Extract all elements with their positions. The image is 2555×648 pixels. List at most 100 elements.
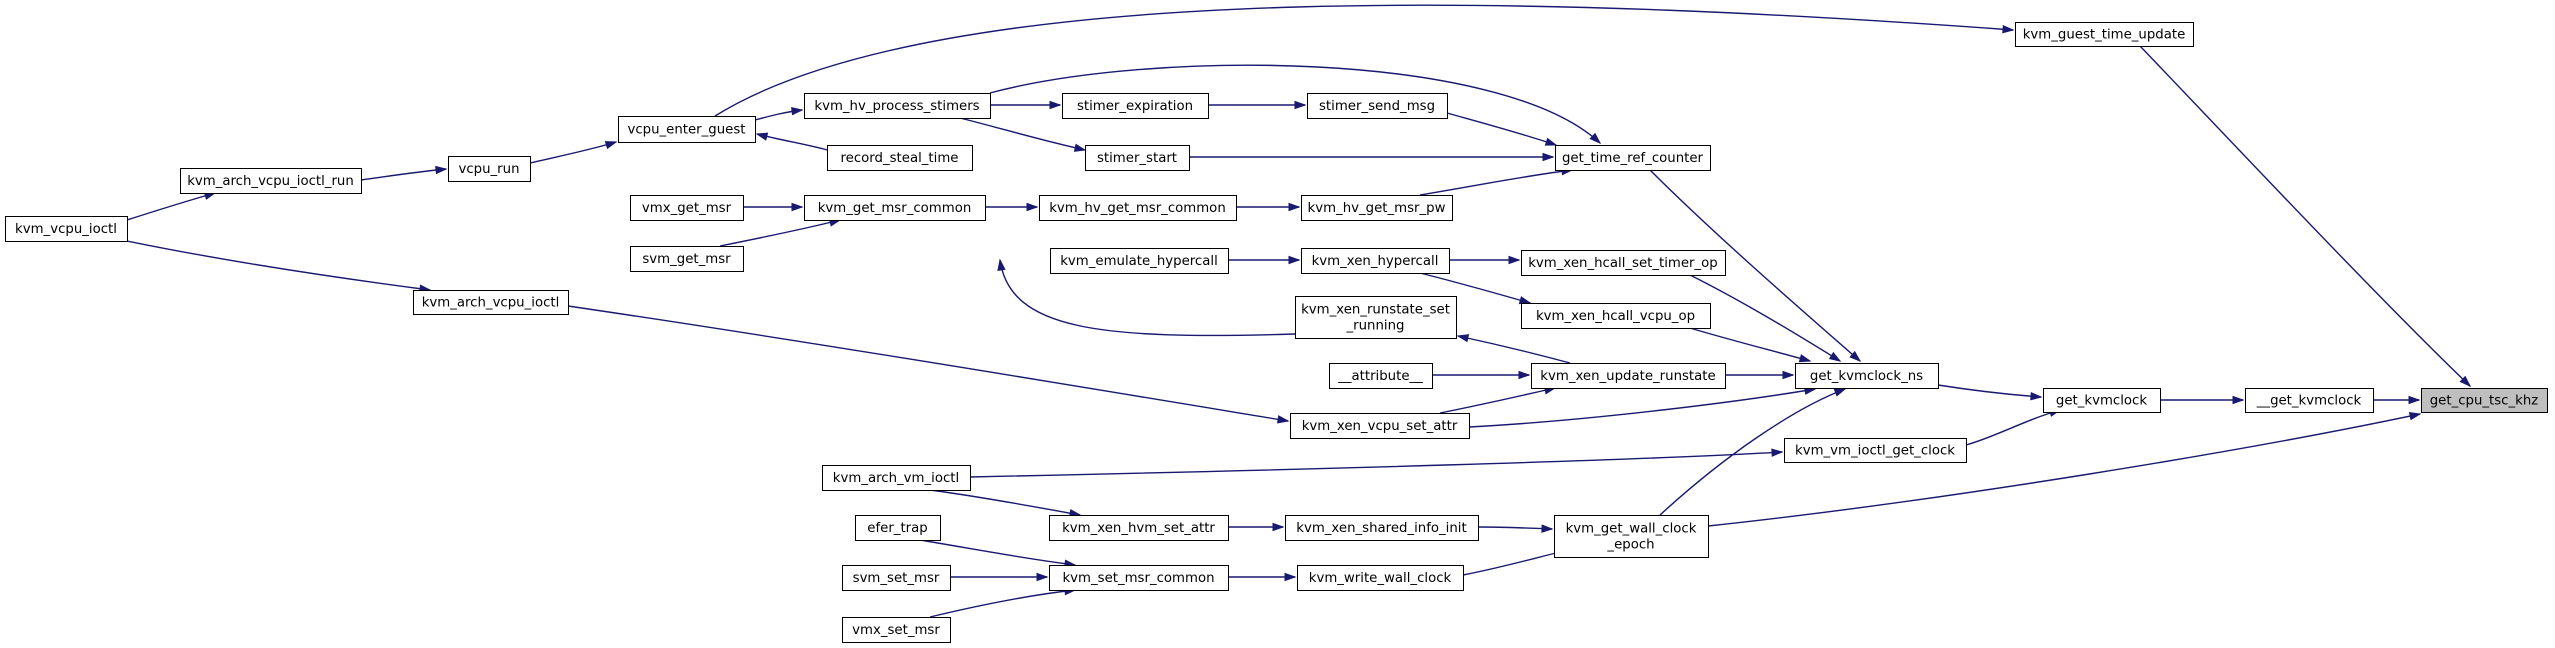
node-kvm_xen_hcall_vcpu_op[interactable]: kvm_xen_hcall_vcpu_op [1521, 303, 1711, 329]
node-kvm_arch_vm_ioctl[interactable]: kvm_arch_vm_ioctl [822, 465, 971, 491]
node-kvm_xen_shared_info_init[interactable]: kvm_xen_shared_info_init [1285, 515, 1479, 541]
node-kvm_xen_runstate_set_running[interactable]: kvm_xen_runstate_set_running [1295, 296, 1457, 339]
node-svm_set_msr[interactable]: svm_set_msr [842, 565, 951, 591]
node-kvm_xen_hcall_set_timer_op[interactable]: kvm_xen_hcall_set_timer_op [1521, 250, 1726, 276]
node-label: kvm_arch_vcpu_ioctl_run [187, 174, 354, 189]
node-kvm_emulate_hypercall[interactable]: kvm_emulate_hypercall [1050, 248, 1229, 274]
edge-line [1659, 388, 1846, 516]
edge-line [126, 192, 216, 221]
node-svm_get_msr[interactable]: svm_get_msr [630, 246, 744, 272]
arrow-head [1782, 370, 1795, 380]
arrow-head [791, 107, 804, 116]
node-kvm_guest_time_update[interactable]: kvm_guest_time_update [2015, 22, 2194, 47]
edge-line [1446, 112, 1557, 146]
node-__get_kvmclock[interactable]: __get_kvmclock [2245, 388, 2374, 413]
node-kvm_arch_vcpu_ioctl[interactable]: kvm_arch_vcpu_ioctl [413, 290, 569, 315]
node-box [1062, 93, 1209, 119]
node-kvm_vcpu_ioctl[interactable]: kvm_vcpu_ioctl [5, 216, 128, 242]
node-box [1554, 515, 1709, 558]
node-stimer_start[interactable]: stimer_start [1085, 145, 1190, 171]
node-efer_trap[interactable]: efer_trap [855, 515, 941, 541]
node-record_steal_time[interactable]: record_steal_time [827, 145, 973, 171]
node-box [1085, 145, 1190, 171]
node-box [1049, 565, 1229, 591]
node-kvm_xen_vcpu_set_attr[interactable]: kvm_xen_vcpu_set_attr [1290, 413, 1470, 439]
node-kvm_set_msr_common[interactable]: kvm_set_msr_common [1049, 565, 1229, 591]
node-label: kvm_hv_get_msr_common [1049, 201, 1226, 216]
node-box [842, 565, 951, 591]
node-box [1531, 363, 1726, 389]
edge-line [1419, 272, 1531, 304]
edge-line [360, 168, 447, 181]
node-label: stimer_send_msg [1319, 99, 1435, 114]
node-kvm_write_wall_clock[interactable]: kvm_write_wall_clock [1297, 565, 1464, 591]
edge-kvm_hv_get_msr_common-to-kvm_hv_get_msr_pw [1235, 202, 1301, 212]
node-label: kvm_hv_process_stimers [814, 99, 979, 114]
edge-line [969, 451, 1783, 478]
node-label: __attribute__ [1337, 369, 1423, 384]
arrow-head [1518, 296, 1532, 305]
arrow-head [791, 202, 804, 212]
node-box [855, 515, 941, 541]
node-vcpu_enter_guest[interactable]: vcpu_enter_guest [618, 116, 756, 143]
arrow-head [1849, 350, 1862, 362]
edge-get_time_ref_counter-to-get_kvmclock_ns [1649, 169, 1862, 362]
node-label: kvm_hv_get_msr_pw [1308, 201, 1446, 216]
node-box [5, 216, 128, 242]
node-get_kvmclock[interactable]: get_kvmclock [2043, 388, 2161, 413]
node-box [1295, 296, 1457, 339]
node-kvm_xen_update_runstate[interactable]: kvm_xen_update_runstate [1531, 363, 1726, 389]
edge-line [919, 539, 1076, 566]
edge-kvm_arch_vcpu_ioctl_run-to-vcpu_run [360, 165, 448, 181]
node-box [618, 116, 756, 143]
node-get_cpu_tsc_khz[interactable]: get_cpu_tsc_khz [2421, 388, 2548, 413]
node-kvm_get_msr_common[interactable]: kvm_get_msr_common [804, 195, 986, 221]
node-kvm_get_wall_clock_epoch[interactable]: kvm_get_wall_clock_epoch [1554, 515, 1709, 558]
node-get_time_ref_counter[interactable]: get_time_ref_counter [1555, 145, 1711, 171]
node-box [804, 195, 986, 221]
edge-line [719, 219, 841, 247]
node-vcpu_run[interactable]: vcpu_run [448, 156, 531, 182]
arrow-head [1456, 334, 1470, 343]
node-kvm_hv_get_msr_pw[interactable]: kvm_hv_get_msr_pw [1301, 195, 1453, 221]
edge-line [929, 489, 1081, 516]
node-box [1521, 303, 1711, 329]
node-kvm_xen_hypercall[interactable]: kvm_xen_hypercall [1301, 248, 1450, 274]
node-kvm_vm_ioctl_get_clock[interactable]: kvm_vm_ioctl_get_clock [1784, 438, 1967, 463]
node-get_kvmclock_ns[interactable]: get_kvmclock_ns [1795, 363, 1939, 389]
edge-kvm_xen_hcall_set_timer_op-to-get_kvmclock_ns [1689, 274, 1842, 362]
node-kvm_hv_process_stimers[interactable]: kvm_hv_process_stimers [804, 93, 991, 119]
edge-line [1468, 388, 1816, 428]
node-label: stimer_start [1097, 151, 1177, 166]
edge-line [1965, 409, 2061, 446]
node-vmx_set_msr[interactable]: vmx_set_msr [842, 617, 951, 643]
arrow-head [1508, 255, 1521, 265]
node-label: kvm_get_wall_clock [1566, 522, 1697, 537]
node-kvm_arch_vcpu_ioctl_run[interactable]: kvm_arch_vcpu_ioctl_run [180, 168, 362, 194]
node-box [827, 145, 973, 171]
node-kvm_hv_get_msr_common[interactable]: kvm_hv_get_msr_common [1039, 195, 1237, 221]
node-box [1290, 413, 1470, 439]
node-__attribute__[interactable]: __attribute__ [1329, 363, 1433, 389]
node-label: kvm_vcpu_ioctl [15, 222, 117, 237]
arrow-head [1284, 572, 1297, 582]
node-label: kvm_xen_update_runstate [1540, 369, 1715, 384]
node-label: __get_kvmclock [2256, 394, 2362, 409]
node-stimer_send_msg[interactable]: stimer_send_msg [1307, 93, 1448, 119]
node-stimer_expiration[interactable]: stimer_expiration [1062, 93, 1209, 119]
arrow-head [1036, 572, 1049, 582]
edge-kvm_xen_hvm_set_attr-to-kvm_xen_shared_info_init [1228, 522, 1285, 532]
node-box [1050, 248, 1229, 274]
arrow-head [2408, 412, 2422, 421]
node-box [2043, 388, 2161, 413]
node-label: kvm_set_msr_common [1062, 571, 1214, 586]
node-vmx_get_msr[interactable]: vmx_get_msr [630, 195, 744, 221]
arrow-head [1026, 202, 1039, 212]
node-box [180, 168, 362, 194]
node-label: vcpu_enter_guest [627, 123, 745, 138]
node-kvm_xen_hvm_set_attr[interactable]: kvm_xen_hvm_set_attr [1049, 515, 1229, 541]
edge-line [2139, 45, 2471, 387]
arrow-head [2232, 395, 2245, 405]
node-label: vcpu_run [458, 162, 519, 177]
